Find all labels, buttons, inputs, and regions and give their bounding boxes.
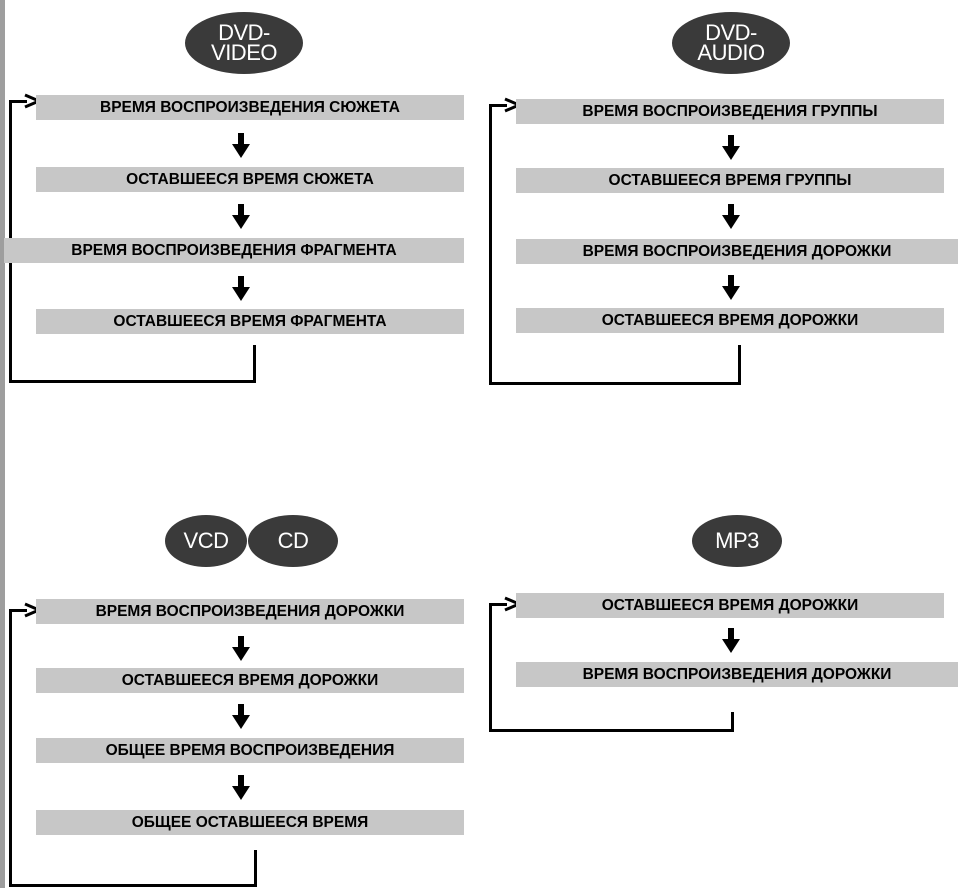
down-arrow-icon bbox=[722, 275, 740, 300]
loop-line bbox=[254, 850, 257, 887]
loop-line bbox=[731, 712, 734, 732]
step-bar: ВРЕМЯ ВОСПРОИЗВЕДЕНИЯ ГРУППЫ bbox=[516, 99, 944, 124]
down-arrow-icon bbox=[722, 204, 740, 229]
step-bar: ОСТАВШЕЕСЯ ВРЕМЯ ДОРОЖКИ bbox=[36, 668, 464, 693]
step-bar: ОСТАВШЕЕСЯ ВРЕМЯ ФРАГМЕНТА bbox=[36, 309, 464, 334]
step-bar: ВРЕМЯ ВОСПРОИЗВЕДЕНИЯ ДОРОЖКИ bbox=[516, 662, 958, 687]
step-bar: ОСТАВШЕЕСЯ ВРЕМЯ ДОРОЖКИ bbox=[516, 308, 944, 333]
step-bar: ОСТАВШЕЕСЯ ВРЕМЯ ГРУППЫ bbox=[516, 168, 944, 193]
step-bar: ОСТАВШЕЕСЯ ВРЕМЯ СЮЖЕТА bbox=[36, 167, 464, 192]
loop-line bbox=[489, 382, 741, 385]
loop-line bbox=[9, 609, 12, 887]
step-bar: ОБЩЕЕ ОСТАВШЕЕСЯ ВРЕМЯ bbox=[36, 810, 464, 835]
loop-line bbox=[489, 104, 507, 107]
loop-line bbox=[253, 345, 256, 383]
step-bar: ОБЩЕЕ ВРЕМЯ ВОСПРОИЗВЕДЕНИЯ bbox=[36, 738, 464, 763]
loop-line bbox=[489, 603, 507, 606]
down-arrow-icon bbox=[232, 636, 250, 661]
page-edge-strip bbox=[0, 0, 5, 888]
step-bar: ВРЕМЯ ВОСПРОИЗВЕДЕНИЯ ФРАГМЕНТА bbox=[4, 238, 464, 263]
step-bar: ВРЕМЯ ВОСПРОИЗВЕДЕНИЯ СЮЖЕТА bbox=[36, 95, 464, 120]
loop-line bbox=[489, 104, 492, 385]
down-arrow-icon bbox=[232, 704, 250, 729]
down-arrow-icon bbox=[232, 276, 250, 301]
vcd-badge: VCD bbox=[165, 515, 247, 567]
cd-badge: CD bbox=[248, 515, 338, 567]
loop-line bbox=[489, 729, 734, 732]
dvd-video-badge: DVD- VIDEO bbox=[185, 12, 303, 74]
step-bar: ОСТАВШЕЕСЯ ВРЕМЯ ДОРОЖКИ bbox=[516, 593, 944, 618]
loop-line bbox=[9, 884, 257, 887]
down-arrow-icon bbox=[232, 775, 250, 800]
down-arrow-icon bbox=[722, 135, 740, 160]
down-arrow-icon bbox=[722, 628, 740, 653]
loop-line bbox=[9, 100, 27, 103]
step-bar: ВРЕМЯ ВОСПРОИЗВЕДЕНИЯ ДОРОЖКИ bbox=[516, 239, 958, 264]
step-bar: ВРЕМЯ ВОСПРОИЗВЕДЕНИЯ ДОРОЖКИ bbox=[36, 599, 464, 624]
loop-line bbox=[489, 603, 492, 732]
loop-line bbox=[9, 609, 27, 612]
loop-line bbox=[738, 345, 741, 385]
down-arrow-icon bbox=[232, 204, 250, 229]
dvd-audio-badge: DVD- AUDIO bbox=[672, 12, 790, 74]
loop-line bbox=[9, 380, 256, 383]
mp3-badge: MP3 bbox=[692, 515, 782, 567]
down-arrow-icon bbox=[232, 133, 250, 158]
